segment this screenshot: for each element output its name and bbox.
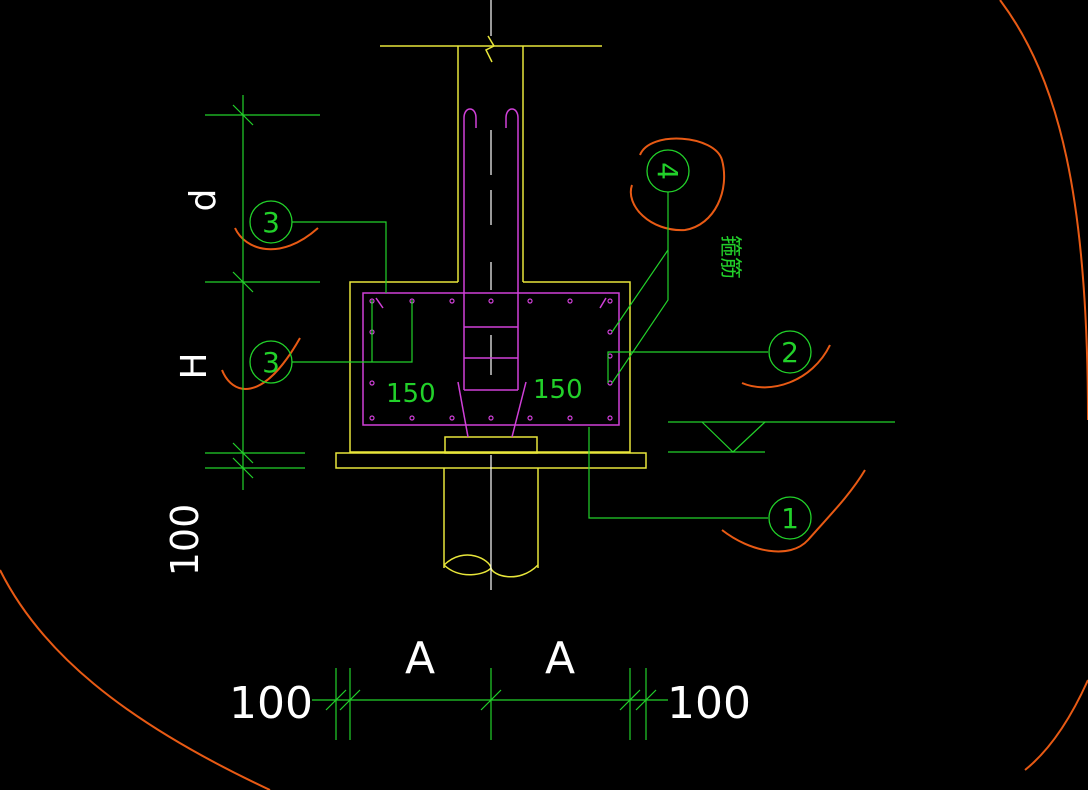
dim-label-left-100: 100	[229, 678, 313, 729]
markup-scribble-2	[741, 344, 831, 389]
dim-label-d: d	[183, 189, 224, 212]
rebar-dot	[369, 415, 375, 421]
callout-number-3-upper: 3	[262, 206, 280, 239]
ground-level-triangle	[701, 421, 766, 453]
leader-callout-1	[588, 427, 768, 519]
pile-cap-outline	[349, 281, 631, 453]
stirrup-annotation: 箍筋	[717, 235, 742, 279]
leader-callout-3-upper	[292, 221, 387, 293]
h-tick-3	[480, 689, 502, 711]
dim-label-A1: A	[405, 633, 435, 684]
markup-scribble-callout-4	[629, 137, 726, 232]
callout-number-2: 2	[781, 336, 799, 369]
tick-bot-1	[232, 442, 254, 464]
callout-circles	[249, 149, 812, 540]
h-tick-4	[619, 689, 641, 711]
leader-callout-4-branch	[611, 249, 669, 333]
dim-label-right-100: 100	[667, 678, 751, 729]
markup-outer-arc-bottom-right	[1024, 679, 1088, 771]
rebar-dot	[607, 298, 613, 304]
callout-circle-1	[768, 496, 812, 540]
leader-layer	[205, 95, 895, 740]
callout-numbers: 3 3 4 2 1	[262, 162, 799, 535]
bar-bend-right	[511, 381, 527, 438]
leader-callout-3-lower	[292, 300, 413, 363]
tick-top	[232, 104, 254, 126]
callout-number-3-lower: 3	[262, 346, 280, 379]
rebar-layer	[362, 108, 620, 438]
rebar-dot	[449, 415, 455, 421]
pile-head	[444, 436, 538, 454]
callout-circle-4	[646, 149, 690, 193]
dim-label-bottom-100: 100	[163, 504, 207, 577]
dimension-text: d H 100 100 A A 100	[163, 189, 751, 729]
dim-label-A2: A	[545, 633, 575, 684]
callout-circle-3-lower	[249, 340, 293, 384]
callout-number-4: 4	[651, 162, 684, 180]
rebar-dot	[488, 298, 494, 304]
markup-outer-arc-right	[999, 0, 1088, 421]
markup-scribble-3b	[221, 337, 301, 390]
structure-layer	[335, 35, 647, 578]
rebar-dot	[449, 298, 455, 304]
h-tick-1	[325, 689, 347, 711]
rebar-dot	[527, 298, 533, 304]
rebar-dot	[488, 415, 494, 421]
inner-dimension-left: 150	[386, 379, 436, 409]
rebar-dot	[409, 415, 415, 421]
bar-bend-left	[457, 381, 469, 438]
tick-mid	[232, 271, 254, 293]
hook-top-left	[375, 297, 384, 309]
leader-callout-2	[607, 351, 768, 383]
h-tick-2	[339, 689, 361, 711]
tick-bot-2	[232, 457, 254, 479]
rebar-dot	[607, 415, 613, 421]
rebar-dot	[567, 415, 573, 421]
cap-reinforcement-cage	[362, 292, 620, 426]
leader-callout-4	[611, 192, 669, 384]
green-annotations: 150 150 箍筋	[386, 235, 742, 409]
callout-number-1: 1	[781, 502, 799, 535]
h-tick-5	[635, 689, 657, 711]
break-mark	[484, 35, 496, 63]
rebar-dot	[607, 329, 613, 335]
markup-scribble-1	[721, 469, 866, 553]
inner-dimension-right: 150	[533, 375, 583, 405]
markup-outer-arc-left	[0, 569, 271, 790]
dim-label-H: H	[174, 352, 215, 379]
rebar-dots	[369, 298, 613, 421]
column-bar-right	[505, 108, 519, 390]
markup-scribble-3a	[234, 227, 319, 251]
callout-circle-2	[768, 330, 812, 374]
rebar-dot	[567, 298, 573, 304]
hook-top-right	[599, 297, 607, 309]
rebar-dot	[369, 380, 375, 386]
column-bar-left	[463, 108, 477, 390]
callout-circle-3-upper	[249, 200, 293, 244]
rebar-dot	[527, 415, 533, 421]
